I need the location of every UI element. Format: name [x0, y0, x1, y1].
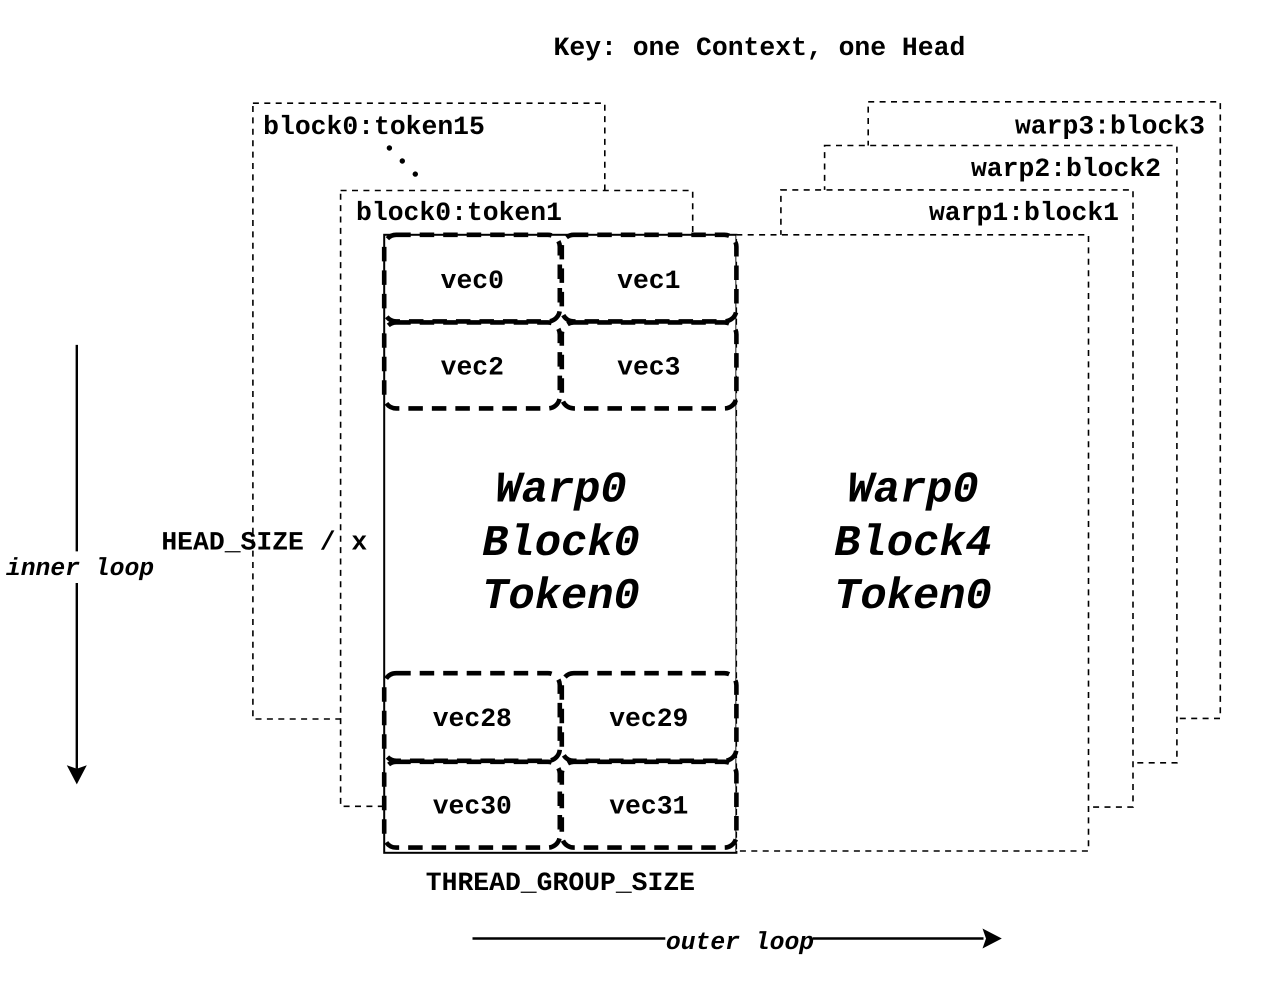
svg-text:inner loop: inner loop	[6, 555, 154, 583]
svg-text:HEAD_SIZE / x: HEAD_SIZE / x	[161, 527, 367, 557]
svg-text:vec31: vec31	[609, 792, 688, 822]
svg-text:warp2:block2: warp2:block2	[971, 154, 1161, 184]
svg-text:vec28: vec28	[433, 704, 512, 734]
svg-text:warp1:block1: warp1:block1	[929, 198, 1119, 228]
svg-text:Block4: Block4	[834, 520, 992, 569]
svg-text:outer loop: outer loop	[666, 929, 814, 957]
svg-text:Warp0: Warp0	[495, 467, 626, 516]
svg-text:block0:token15: block0:token15	[263, 112, 485, 142]
svg-text:vec3: vec3	[617, 352, 680, 382]
svg-text:vec0: vec0	[441, 266, 504, 296]
svg-text:Block0: Block0	[482, 520, 640, 569]
svg-text:Key: one Context, one Head: Key: one Context, one Head	[554, 33, 966, 63]
svg-text:block0:token1: block0:token1	[356, 198, 562, 228]
svg-text:vec30: vec30	[433, 792, 512, 822]
svg-text:Token0: Token0	[482, 573, 640, 622]
svg-text:Token0: Token0	[834, 573, 992, 622]
svg-text:vec29: vec29	[609, 704, 688, 734]
svg-text:THREAD_GROUP_SIZE: THREAD_GROUP_SIZE	[426, 868, 695, 898]
svg-text:warp3:block3: warp3:block3	[1015, 112, 1205, 142]
svg-text:Warp0: Warp0	[847, 467, 978, 516]
svg-text:vec2: vec2	[441, 352, 504, 382]
svg-text:vec1: vec1	[617, 266, 680, 296]
